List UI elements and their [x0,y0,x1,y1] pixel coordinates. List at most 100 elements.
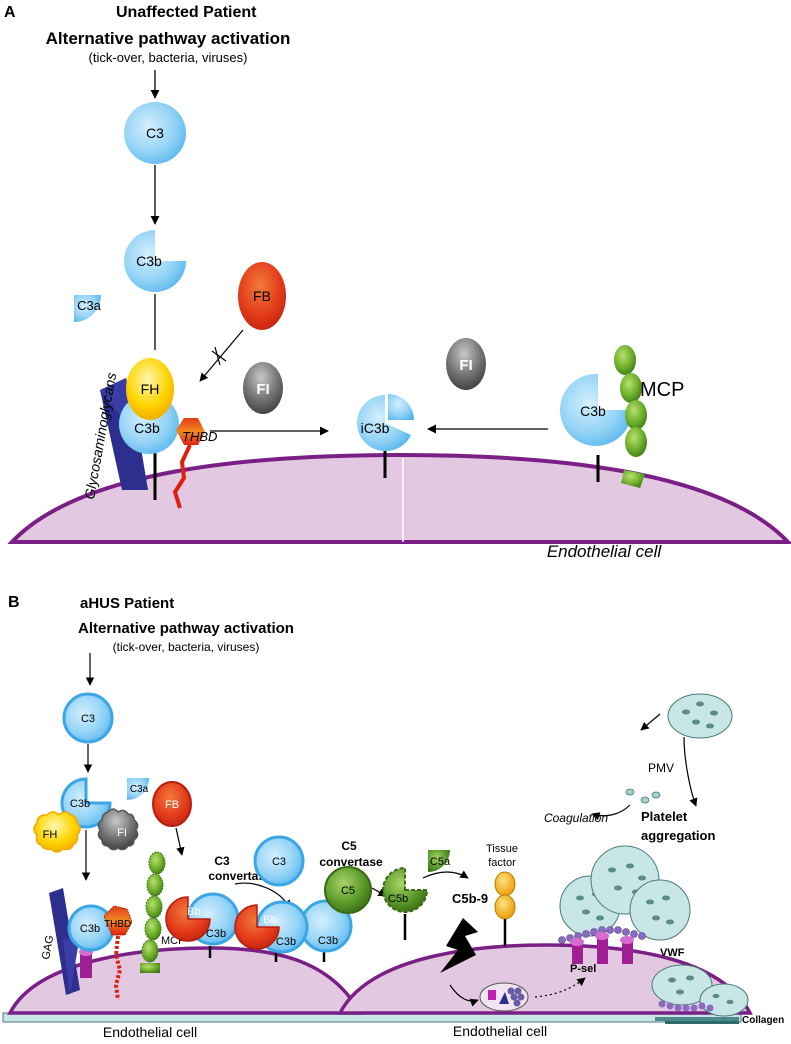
collagen-label: Collagen [742,1015,784,1026]
mcp-label-a: MCP [640,379,684,401]
panel-a-activation-subtitle: (tick-over, bacteria, viruses) [89,50,248,65]
fh-mutant-b [33,811,81,853]
c3a-fragment-a [74,295,101,322]
c3b-conv2b-label: C3b [318,935,338,947]
panel-b-activation-title: Alternative pathway activation [78,620,294,637]
panel-a-letter: A [4,4,16,21]
tissue-factor-label-1: Tissue [486,843,518,855]
fi-label-b: FI [117,827,127,839]
p-selectin-receptors [570,932,634,964]
c3b-label-a: C3b [136,253,162,269]
tissue-factor-label-2: factor [488,857,516,869]
c3-label-b: C3 [81,713,95,725]
c3-label-a: C3 [146,125,164,141]
collagen-fibers [655,1017,739,1024]
thbd-head-b [103,905,133,936]
fb-label-a: FB [253,288,271,304]
vesicle-cluster [507,987,525,1007]
bb1-molecule [165,896,211,942]
c3b-label-a-right: C3b [580,403,606,419]
block-mark-2 [214,346,221,366]
c3b-bound-label-a: C3b [134,420,160,436]
thbd-stalk-a [172,444,192,509]
c3-convertase-title-2: convertase [208,869,272,883]
c3b-conv1-label: C3b [206,928,226,940]
platelet-aggregation-label-2: aggregation [641,828,715,843]
c5a-fragment [428,850,450,872]
receptor-pillar-b [80,952,92,978]
platelet-aggregation-label-1: Platelet [641,809,688,824]
fi-molecule-a-right [446,338,486,390]
c3b-molecule-a-right [560,373,632,446]
fi-molecule-a-left [243,362,283,414]
collagen-bound-platelets [651,964,749,1017]
fb-molecule-a [238,262,286,330]
mcp-protein-a [614,345,647,488]
mcp-protein-b [140,851,166,973]
vwf-chain [558,926,646,944]
arrow-platelet-pmv [640,713,661,731]
platelet-aggregate [559,845,691,941]
c3b-label-b: C3b [70,798,90,810]
cell-label-a: Endothelial cell [547,542,663,561]
c5a-label: C5a [430,856,451,868]
endothelial-cell-b-right [337,943,753,1015]
p-sel-label: P-sel [570,963,596,975]
gag-b-shade [63,935,80,995]
c5b-label: C5b [388,893,408,905]
fi-label-a-right: FI [459,357,472,374]
c3b-conv2a-label: C3b [276,936,296,948]
cell-label-b-right: Endothelial cell [453,1023,547,1039]
thbd-head-a [176,418,205,445]
panel-a: A Unaffected Patient Alternative pathway… [4,4,791,561]
c5b-molecule [382,866,429,913]
c3b-molecule-a [124,230,186,292]
arrow-pmv-coagulation [591,804,631,821]
fh-molecule-a [126,358,174,420]
gag-label: GAG [40,934,56,960]
ic3b-label: iC3b [361,420,390,436]
lightning-bolt-icon [440,918,478,973]
c5-molecule [324,866,372,914]
c3-free-molecule [253,835,305,887]
fb-blocked-arrow [199,329,244,382]
c5-label: C5 [341,885,355,897]
bb2-label: Bb [263,914,276,926]
c5b9-label: C5b-9 [452,891,488,906]
cell-label-b-left: Endothelial cell [103,1024,197,1040]
c3a-label-b: C3a [130,784,149,795]
fh-label-a: FH [141,381,160,397]
thbd-label-a: THBD [182,429,217,444]
panel-b: B aHUS Patient Alternative pathway activ… [2,594,784,1040]
panel-a-activation-title: Alternative pathway activation [46,29,291,48]
bb1-label: Bb [187,906,200,918]
tissue-factor-top [494,871,516,897]
vesicle-cargo-2 [499,992,509,1004]
bb2-molecule [234,904,280,950]
gag-lower-a [122,430,148,490]
panel-b-letter: B [8,594,20,611]
panel-a-title: Unaffected Patient [116,4,257,21]
c3-molecule-a [124,102,186,164]
vesicle-cargo-1 [488,990,496,1000]
c5-convertase-title-1: C5 [341,839,357,853]
panel-b-activation-subtitle: (tick-over, bacteria, viruses) [113,640,260,654]
arrow-to-vesicle [449,984,479,1007]
endothelial-cell-a [7,452,791,544]
platelet-top [667,693,733,739]
arrow-platelet-aggregation [683,736,698,807]
coagulation-label: Coagulation [544,811,608,825]
pmv-label: PMV [648,761,674,775]
c3-free-label: C3 [272,856,286,868]
thbd-label-b: THBD [104,919,131,930]
arrow-c5b-mac [422,870,469,879]
panel-b-title: aHUS Patient [80,595,174,612]
c3-molecule-b [62,692,114,744]
fi-label-a-left: FI [256,381,269,398]
fb-molecule-b [152,781,192,827]
c3b-bound-label-b: C3b [80,923,100,935]
fi-mutant-b [97,808,139,851]
arrow-fb-bb [175,827,185,856]
pmv-particles [625,788,661,804]
